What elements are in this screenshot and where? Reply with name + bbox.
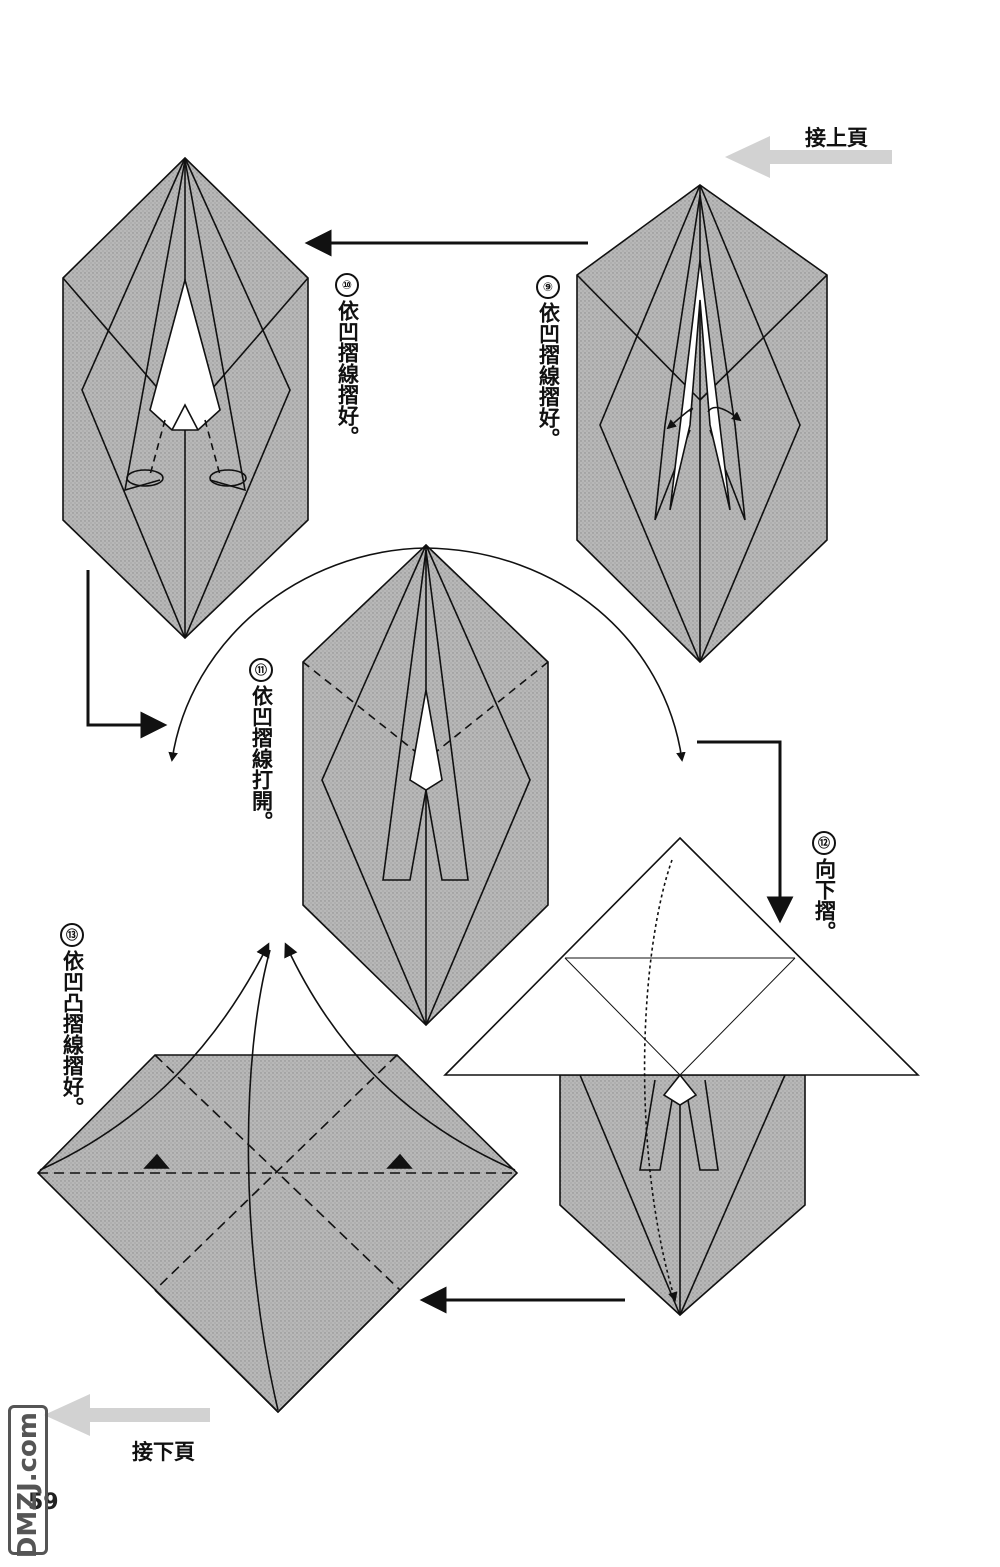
step-12-figure xyxy=(443,836,920,1317)
step-10-label: ⑩ 依凹摺線摺好。 xyxy=(333,270,361,447)
step-9-number: ⑨ xyxy=(536,275,560,299)
step-13-figure xyxy=(36,942,519,1414)
arrow-10-to-11 xyxy=(86,570,168,739)
step-11-label: ⑪ 依凹摺線打開。 xyxy=(247,655,275,832)
step-9-text: 依凹摺線摺好。 xyxy=(536,302,561,449)
step-9-figure xyxy=(576,184,828,664)
continue-from-label: 接上頁 xyxy=(805,126,868,150)
step-9-label: ⑨ 依凹摺線摺好。 xyxy=(534,272,562,449)
page-number: 59 xyxy=(28,1490,59,1515)
step-13-number: ⑬ xyxy=(60,923,84,947)
continue-next-label: 接下頁 xyxy=(132,1440,195,1464)
step-13-label: ⑬ 依凹凸摺線摺好。 xyxy=(58,920,86,1118)
watermark-text: DMZJ.com xyxy=(13,1412,43,1559)
step-12-number: ⑫ xyxy=(812,831,836,855)
step-12-text: 向下摺。 xyxy=(812,858,837,942)
step-13-text: 依凹凸摺線摺好。 xyxy=(60,950,85,1118)
step-11-number: ⑪ xyxy=(249,658,273,682)
watermark: DMZJ.com xyxy=(8,1405,48,1559)
continue-from-arrow xyxy=(725,136,892,178)
step-11-figure xyxy=(168,543,686,1027)
step-12-label: ⑫ 向下摺。 xyxy=(810,828,838,942)
arrow-11-to-12 xyxy=(697,740,794,924)
step-10-number: ⑩ xyxy=(335,273,359,297)
continue-next-arrow xyxy=(44,1394,210,1436)
flow-arrows xyxy=(86,229,794,1314)
step-11-text: 依凹摺線打開。 xyxy=(249,685,274,832)
step-10-text: 依凹摺線摺好。 xyxy=(335,300,360,447)
step-10-figure xyxy=(62,156,309,640)
